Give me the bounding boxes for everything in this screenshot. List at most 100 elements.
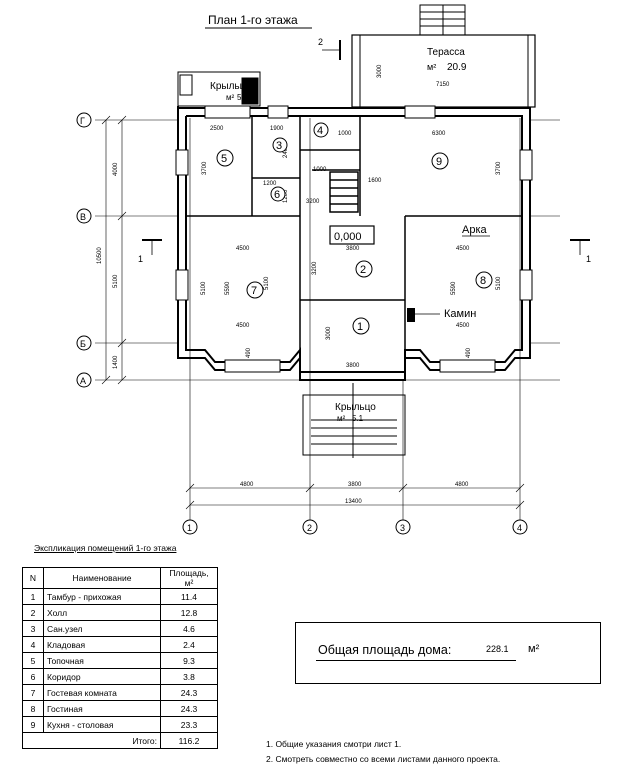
top-porch-unit: м² [226,93,235,102]
dim-left-4000: 4000 [113,162,119,176]
dim-r7-depth-c: 5100 [264,276,270,290]
dim-r7-depth-a: 5100 [201,281,207,295]
axis-bubbles-left [76,112,92,388]
dim-terrace-depth: 3000 [377,64,383,78]
top-porch-label: Крыльцо [210,81,251,92]
dim-left-5100: 5100 [113,274,119,288]
total-area-label: Общая площадь дома: [318,643,452,657]
row-n: 3 [22,620,44,637]
dim-r6-width: 1200 [263,181,277,187]
row-n: 1 [22,588,44,605]
axis-v: В [80,212,86,222]
row-n: 5 [22,652,44,669]
level-mark: 0,000 [334,231,362,243]
room-4: 4 [317,125,323,137]
dim-bottom-3800: 3800 [348,482,362,488]
room-2: 2 [360,264,366,276]
total-area-unit: м² [528,643,540,655]
room-5: 5 [221,153,227,165]
level-box [329,225,375,245]
dim-r8-width-top: 4500 [456,246,470,252]
terrace-label: Терасса [427,47,465,58]
axis-g: Г [80,116,85,126]
room-bubbles [216,122,493,335]
dim-r6-depth: 1200 [283,189,289,203]
row-name: Коридор [43,668,161,685]
row-name: Сан.узел [43,620,161,637]
section-1-right: 1 [586,254,591,264]
total-value: 116.2 [160,732,218,749]
plan-title: План 1-го этажа [208,13,298,27]
top-porch-area: 5.1 [237,93,249,102]
terrace-unit: м² [427,62,436,72]
dim-r7-depth-b: 5590 [225,281,231,295]
terrace-area: 20.9 [447,62,467,73]
dim-r8-width-bottom: 4500 [456,323,470,329]
notes: 1. Общие указания смотри лист 1. 2. Смот… [266,737,500,767]
row-area: 11.4 [160,588,218,605]
table-total-row: Итого: 116.2 [22,732,218,749]
row-name: Холл [43,604,161,621]
row-area: 12.8 [160,604,218,621]
bottom-porch-label: Крыльцо [335,402,376,413]
floor-plan-drawing: План 1-го этажа Терасса м² 20.9 7150 300… [76,4,591,535]
row-area: 4.6 [160,620,218,637]
room-3: 3 [276,140,282,152]
total-area-box: Общая площадь дома: 228.1 м² [295,622,601,684]
dim-terrace-width: 7150 [436,82,450,88]
header-n: N [22,567,44,589]
row-name: Кухня - столовая [43,716,161,733]
dim-r9-depth: 3700 [496,161,502,175]
row-n: 2 [22,604,44,621]
room-7: 7 [251,285,257,297]
dim-r8-depth-a: 5590 [451,281,457,295]
room-1: 1 [357,321,363,333]
header-name: Наименование [43,567,161,589]
dim-r9-width: 6300 [432,131,446,137]
dim-r4-depth: 1000 [313,167,327,173]
dim-bay-right: 490 [466,347,472,358]
room-8: 8 [480,275,486,287]
section-1-left: 1 [138,254,143,264]
dim-r5-depth: 3700 [202,161,208,175]
row-name: Топочная [43,652,161,669]
outer-walls [177,106,531,381]
axis-b: Б [80,339,86,349]
dim-r8-depth-b: 5100 [496,276,502,290]
row-n: 4 [22,636,44,653]
dim-bottom-total: 13400 [345,499,362,505]
dim-r4-width: 1000 [338,131,352,137]
dim-hall-depth: 3200 [312,261,318,275]
fireplace-label: Камин [444,308,476,320]
dim-vestibule-width: 3800 [346,363,360,369]
row-name: Кладовая [43,636,161,653]
row-area: 9.3 [160,652,218,669]
dim-total-depth: 10500 [97,247,103,264]
dim-r3-width: 1900 [270,126,284,132]
row-name: Тамбур - прихожая [43,588,161,605]
dim-r5-width: 2500 [210,126,224,132]
dim-chain-bottom [185,483,525,510]
row-area: 24.3 [160,684,218,701]
bottom-porch [302,383,406,458]
room-6: 6 [274,189,280,201]
row-n: 9 [22,716,44,733]
table-header-row: N Наименование Площадь, м² [22,567,218,589]
header-area: Площадь, м² [160,567,218,589]
dim-bottom-4800-a: 4800 [240,482,254,488]
row-n: 8 [22,700,44,717]
dim-bay-left: 490 [246,347,252,358]
explication-title: Экспликация помещений 1-го этажа [34,543,177,553]
axis-3: 3 [400,523,405,533]
row-area: 2.4 [160,636,218,653]
axis-2: 2 [307,523,312,533]
total-area-value: 228.1 [486,644,509,654]
row-area: 23.3 [160,716,218,733]
row-n: 6 [22,668,44,685]
